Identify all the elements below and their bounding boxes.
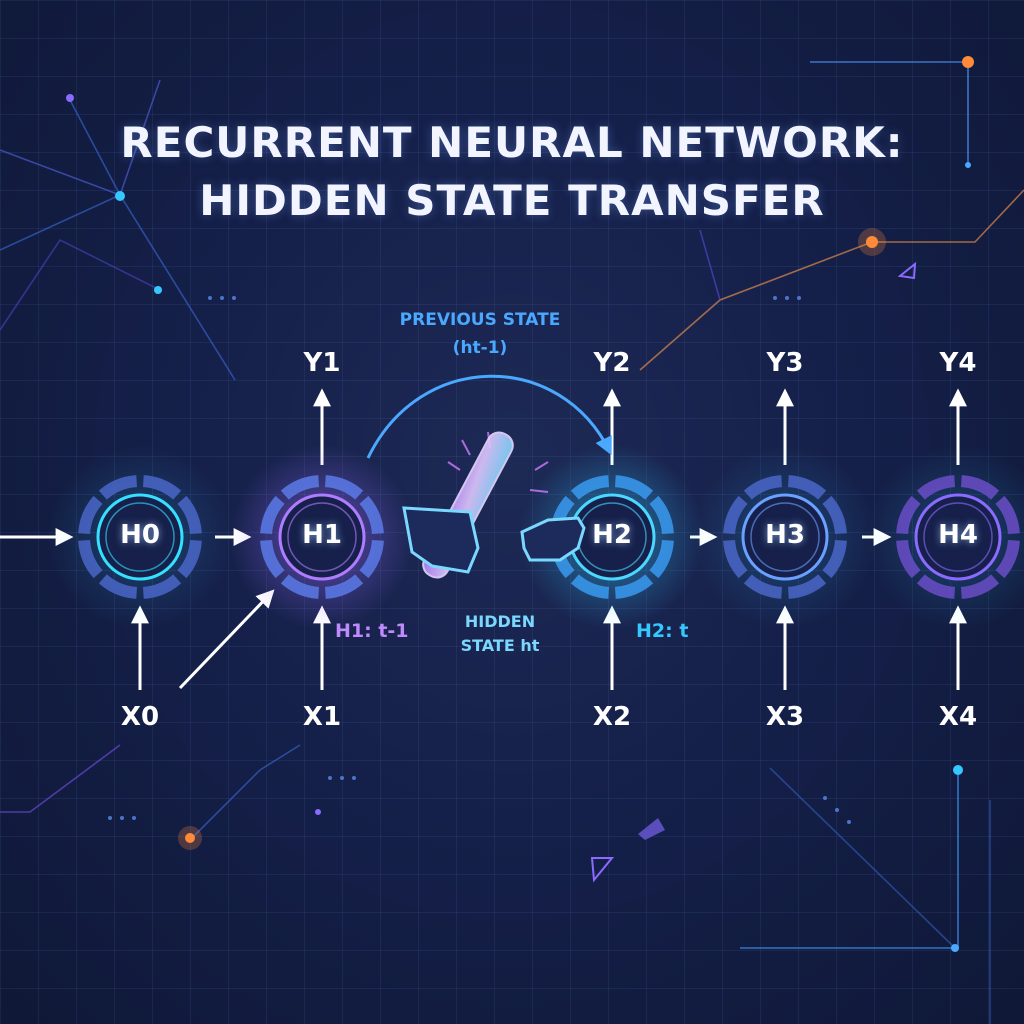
hidden-state-symbol: STATE ht — [460, 636, 540, 655]
output-label-4: Y4 — [939, 348, 977, 378]
input-label-3: X3 — [765, 702, 805, 732]
ring-segment — [280, 574, 320, 599]
ring-segment — [896, 495, 921, 535]
ring-segment — [78, 495, 103, 535]
ring-segment — [723, 495, 748, 535]
h2-time-label: H2: t — [636, 620, 689, 642]
ring-segment — [743, 574, 783, 599]
hidden-label-3: H3 — [765, 520, 805, 550]
hidden-label-2: H2 — [592, 520, 632, 550]
output-label-3: Y3 — [766, 348, 804, 378]
hand-left-icon — [402, 506, 480, 574]
rnn-cell-2 — [520, 445, 704, 629]
node-layer — [48, 445, 1024, 629]
ring-segment — [98, 574, 138, 599]
h1-time-label: H1: t-1 — [335, 620, 409, 642]
hidden-label-0: H0 — [120, 520, 160, 550]
ring-segment — [98, 475, 138, 500]
ring-segment — [614, 574, 654, 599]
hidden-label-1: H1 — [302, 520, 342, 550]
ring-segment — [78, 539, 103, 579]
ring-segment — [822, 495, 847, 535]
input-label-4: X4 — [938, 702, 978, 732]
hidden-label-4: H4 — [938, 520, 978, 550]
hidden-state-core — [96, 493, 184, 581]
title-line-1: RECURRENT NEURAL NETWORK: — [120, 118, 904, 167]
ring-segment — [142, 574, 182, 599]
input-label-0: X0 — [120, 702, 160, 732]
hidden-state-core — [278, 493, 366, 581]
hidden-state-label: HIDDEN — [464, 612, 536, 631]
input-label-1: X1 — [302, 702, 342, 732]
title-line-2: HIDDEN STATE TRANSFER — [199, 176, 825, 225]
ring-segment — [260, 539, 285, 579]
diagonal-input-arrow — [178, 589, 275, 690]
hidden-state-core — [741, 493, 829, 581]
ring-segment — [649, 495, 674, 535]
ring-segment — [916, 475, 956, 500]
ring-segment — [324, 475, 364, 500]
ring-segment — [614, 475, 654, 500]
output-label-2: Y2 — [593, 348, 631, 378]
ring-segment — [177, 539, 202, 579]
ring-segment — [570, 475, 610, 500]
ring-segment — [916, 574, 956, 599]
ring-segment — [995, 539, 1020, 579]
ring-segment — [359, 539, 384, 579]
previous-state-label: PREVIOUS STATE — [399, 310, 561, 330]
rnn-cell-4 — [866, 445, 1024, 629]
rnn-cell-3 — [693, 445, 877, 629]
ring-segment — [787, 574, 827, 599]
ring-segment — [787, 475, 827, 500]
previous-state-arrow — [366, 374, 612, 459]
output-label-1: Y1 — [303, 348, 341, 378]
input-label-2: X2 — [592, 702, 632, 732]
hand-right-icon — [520, 516, 586, 562]
ring-segment — [896, 539, 921, 579]
ring-segment — [743, 475, 783, 500]
ring-segment — [649, 539, 674, 579]
ring-segment — [324, 574, 364, 599]
ring-segment — [995, 495, 1020, 535]
previous-state-symbol: (ht-1) — [452, 338, 508, 358]
ring-segment — [822, 539, 847, 579]
ring-segment — [960, 574, 1000, 599]
rnn-cell-0 — [48, 445, 232, 629]
decorative-dots — [66, 56, 974, 952]
ring-segment — [177, 495, 202, 535]
ring-segment — [260, 495, 285, 535]
ring-segment — [280, 475, 320, 500]
ring-segment — [960, 475, 1000, 500]
ring-segment — [723, 539, 748, 579]
rnn-cell-1 — [230, 445, 414, 629]
hidden-state-core — [914, 493, 1002, 581]
ring-segment — [570, 574, 610, 599]
ring-segment — [142, 475, 182, 500]
state-handoff-illustration — [402, 431, 586, 579]
ring-segment — [359, 495, 384, 535]
